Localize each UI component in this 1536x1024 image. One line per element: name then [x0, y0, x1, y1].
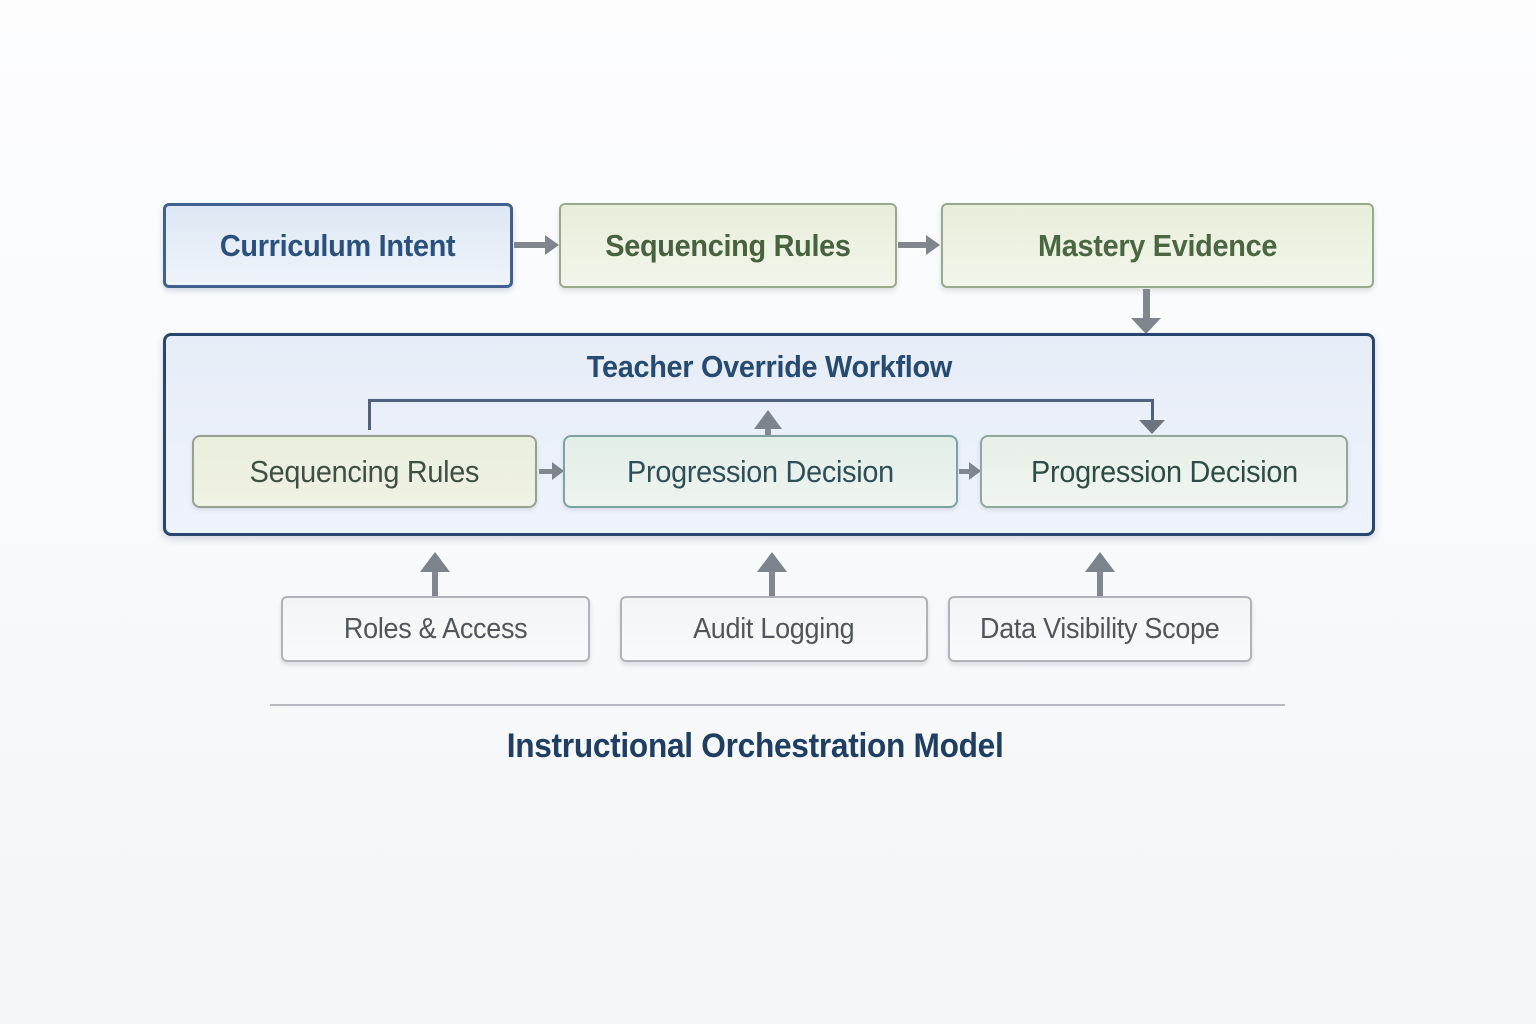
arrow-right-stem	[959, 469, 970, 474]
sequencing-rules-inner-label: Sequencing Rules	[249, 453, 480, 489]
progression-decision-label-1: Progression Decision	[627, 453, 894, 489]
mastery-evidence-label: Mastery Evidence	[1037, 227, 1278, 263]
arrow-right-icon	[552, 462, 564, 480]
teacher-override-workflow-title: Teacher Override Workflow	[586, 349, 952, 384]
arrow-down-icon	[1139, 420, 1165, 434]
sequencing-rules-top-label: Sequencing Rules	[605, 227, 851, 263]
curriculum-intent-label: Curriculum Intent	[220, 227, 456, 263]
arrow-up-stem	[769, 571, 775, 596]
progression-decision-box-2: Progression Decision	[980, 435, 1348, 508]
data-visibility-scope-box: Data Visibility Scope	[948, 596, 1252, 662]
arrow-right-icon	[545, 235, 559, 255]
arrow-up-stem	[765, 428, 771, 436]
progression-decision-label-2: Progression Decision	[1030, 453, 1298, 489]
roles-access-label: Roles & Access	[343, 612, 528, 645]
arrow-up-icon	[1085, 552, 1115, 572]
arrow-right-icon	[969, 462, 981, 480]
progression-decision-box-1: Progression Decision	[563, 435, 958, 508]
arrow-right-stem	[898, 242, 927, 248]
feedback-connector-right-drop	[1151, 399, 1154, 421]
sequencing-rules-inner-box: Sequencing Rules	[192, 435, 537, 508]
arrow-up-icon	[420, 552, 450, 572]
divider-line	[270, 704, 1285, 706]
arrow-up-stem	[432, 571, 438, 596]
arrow-down-icon	[1131, 318, 1161, 334]
data-visibility-scope-label: Data Visibility Scope	[980, 612, 1220, 645]
arrow-right-stem	[539, 469, 553, 474]
arrow-right-stem	[514, 242, 546, 248]
audit-logging-box: Audit Logging	[620, 596, 928, 662]
arrow-up-icon	[754, 410, 782, 429]
mastery-evidence-box: Mastery Evidence	[941, 203, 1374, 288]
sequencing-rules-top-box: Sequencing Rules	[559, 203, 897, 288]
feedback-connector-left-drop	[368, 399, 371, 430]
curriculum-intent-box: Curriculum Intent	[163, 203, 513, 288]
arrow-down-stem	[1143, 289, 1150, 319]
audit-logging-label: Audit Logging	[693, 612, 855, 645]
diagram-caption: Instructional Orchestration Model	[506, 727, 1004, 765]
arrow-up-icon	[757, 552, 787, 572]
roles-access-box: Roles & Access	[281, 596, 590, 662]
arrow-up-stem	[1097, 571, 1103, 596]
feedback-connector-horizontal	[368, 399, 1154, 402]
arrow-right-icon	[926, 235, 940, 255]
